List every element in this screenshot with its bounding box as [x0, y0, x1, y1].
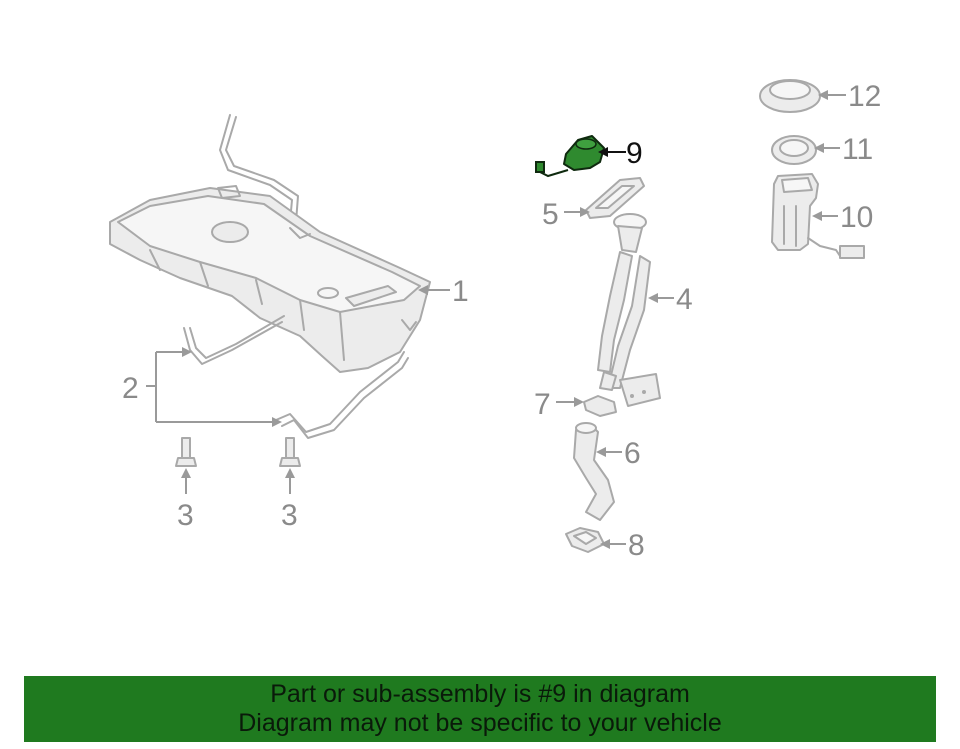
banner-line-disclaimer: Diagram may not be specific to your vehi…: [238, 709, 722, 737]
callout-6: 6: [596, 437, 641, 470]
callout-3-left: 3: [177, 468, 194, 532]
banner-line-part-number: Part or sub-assembly is #9 in diagram: [270, 680, 690, 708]
callout-7: 7: [534, 388, 584, 421]
callout-8: 8: [600, 529, 645, 562]
label-part-12: 12: [848, 80, 881, 113]
filler-tube-part-4: [597, 213, 661, 407]
label-part-8: 8: [628, 529, 645, 562]
bolt-part-3-left: [175, 437, 197, 467]
callout-4: 4: [648, 283, 693, 316]
callout-12: 12: [818, 80, 881, 113]
callout-9: 9: [598, 137, 643, 170]
callout-1: 1: [418, 275, 469, 308]
clamp-part-7: [583, 395, 617, 417]
fuel-pump-module-part-10: [771, 173, 865, 259]
callout-3-right: 3: [281, 468, 298, 532]
fuel-tank-part-1: [109, 114, 431, 373]
exploded-parts-diagram: 1 2 3 3 4 5: [109, 79, 881, 562]
clamp-part-8: [565, 527, 605, 553]
label-part-11: 11: [842, 133, 873, 166]
tank-straps-part-2: [183, 315, 409, 439]
seal-ring-part-5: [585, 177, 645, 219]
label-part-4: 4: [676, 283, 693, 316]
callout-5: 5: [542, 198, 590, 231]
seal-part-11: [771, 135, 817, 165]
cap-part-12: [759, 79, 821, 113]
part-info-banner: Part or sub-assembly is #9 in diagram Di…: [24, 676, 936, 742]
callout-10: 10: [812, 201, 873, 234]
label-part-3-right: 3: [281, 499, 298, 532]
fuel-pump-cover-part-9: [535, 135, 605, 178]
label-part-2: 2: [122, 372, 139, 405]
bolt-part-3-right: [279, 437, 301, 467]
label-part-9: 9: [626, 137, 643, 170]
label-part-6: 6: [624, 437, 641, 470]
label-part-5: 5: [542, 198, 559, 231]
label-part-7: 7: [534, 388, 551, 421]
label-part-1: 1: [452, 275, 469, 308]
hose-part-6: [573, 422, 615, 521]
label-part-10: 10: [840, 201, 873, 234]
callout-11: 11: [814, 133, 873, 166]
callout-2: 2: [122, 347, 282, 427]
label-part-3-left: 3: [177, 499, 194, 532]
